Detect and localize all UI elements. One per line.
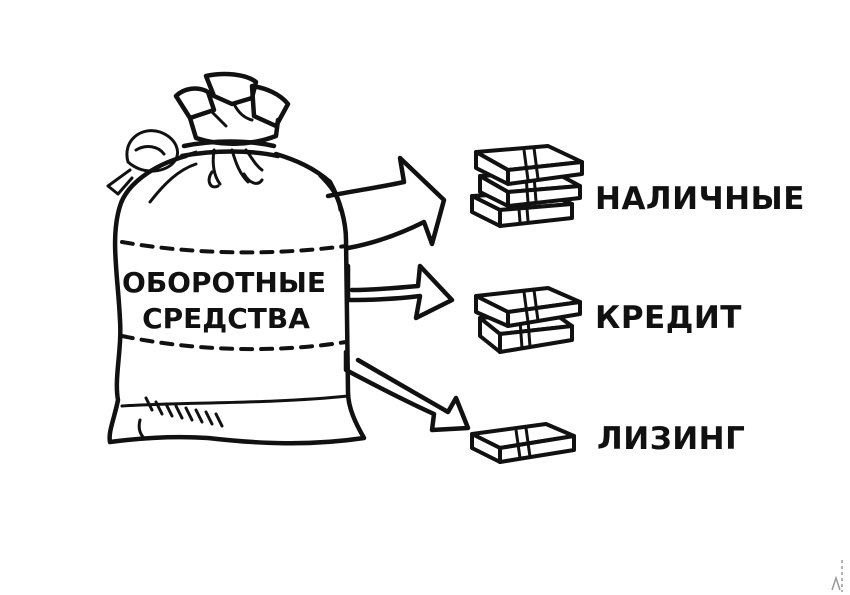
cash-stack-icon	[470, 144, 584, 228]
bag-hatch-marks	[144, 396, 224, 428]
bag-rope-icon	[179, 139, 281, 189]
label-cash: НАЛИЧНЫЕ	[595, 181, 805, 217]
bag-band-bottom	[120, 334, 348, 352]
bag-top-knot-icon	[173, 71, 291, 146]
bag-label-line1: ОБОРОТНЫЕ	[122, 266, 326, 299]
money-bag: ОБОРОТНЫЕ СРЕДСТВА	[106, 71, 367, 446]
leasing-stack-icon	[470, 422, 576, 464]
arrow-to-credit	[345, 263, 455, 321]
label-credit: КРЕДИТ	[595, 300, 742, 336]
corner-mark-icon	[831, 560, 843, 592]
label-leasing: ЛИЗИНГ	[597, 421, 745, 457]
bag-tag-icon	[106, 129, 198, 196]
bag-body	[107, 151, 367, 446]
bag-band-top	[120, 240, 348, 255]
arrow-to-cash	[325, 155, 447, 251]
credit-stack-icon	[474, 286, 582, 354]
arrow-to-leasing	[343, 349, 471, 433]
bag-label-line2: СРЕДСТВА	[142, 302, 310, 335]
